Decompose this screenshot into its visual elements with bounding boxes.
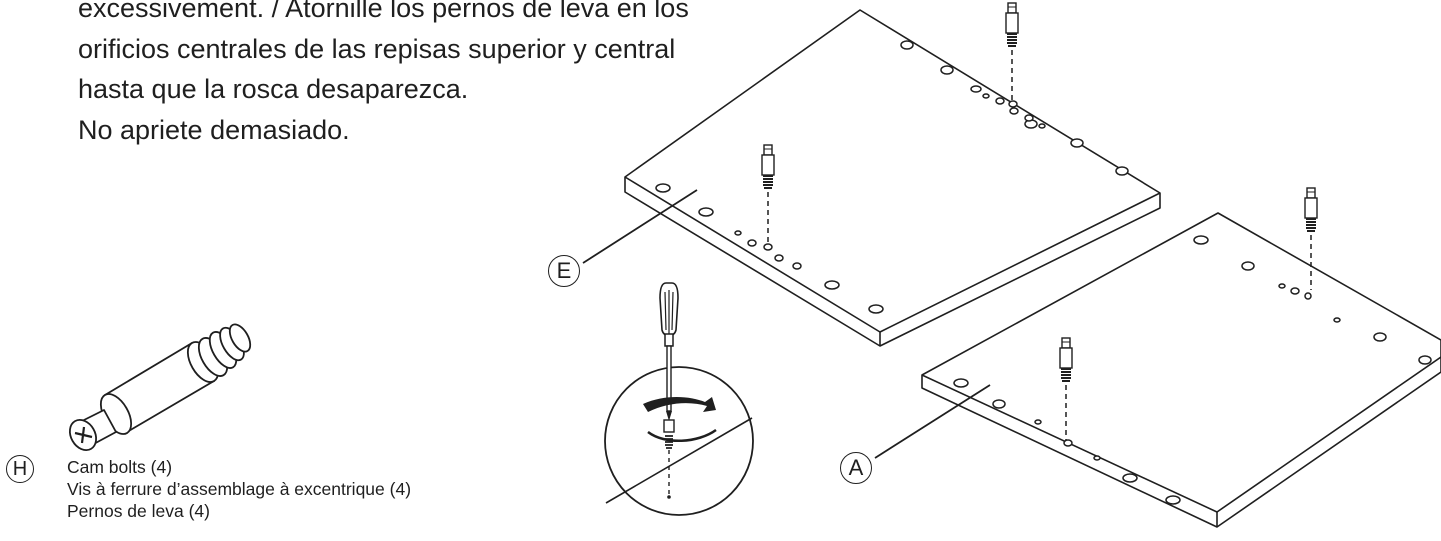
screwdriver-detail [604,282,754,516]
shelf-a-holes [953,235,1432,505]
part-letter-badge: H [6,455,34,483]
instruction-text: excessivement. / Atornille los pernos de… [78,0,778,150]
cam-bolt-e-back [1005,2,1019,100]
callout-e: E [548,255,580,287]
instruction-line: No apriete demasiado. [78,114,350,145]
instruction-line: orificios centrales de las repisas super… [78,33,676,64]
shelf-a [921,212,1441,528]
shelf-e-holes [655,40,1129,314]
leader-line-a [874,384,991,459]
part-description: Cam bolts (4) Vis à ferrure d’assemblage… [67,456,411,522]
cam-bolt-part-icon [68,323,252,451]
instruction-line: excessivement. / Atornille los pernos de… [78,0,689,23]
shelf-e [624,9,1161,347]
cam-bolt-a-front [1059,337,1073,440]
instruction-line: hasta que la rosca desaparezca. [78,74,469,104]
part-name-es: Pernos de leva (4) [67,501,210,521]
part-name-fr: Vis à ferrure d’assemblage à excentrique… [67,479,412,499]
callout-a: A [840,452,872,484]
leader-line-e [582,189,698,264]
cam-bolt-a-back [1304,187,1318,290]
part-name-en: Cam bolts (4) [67,457,173,477]
